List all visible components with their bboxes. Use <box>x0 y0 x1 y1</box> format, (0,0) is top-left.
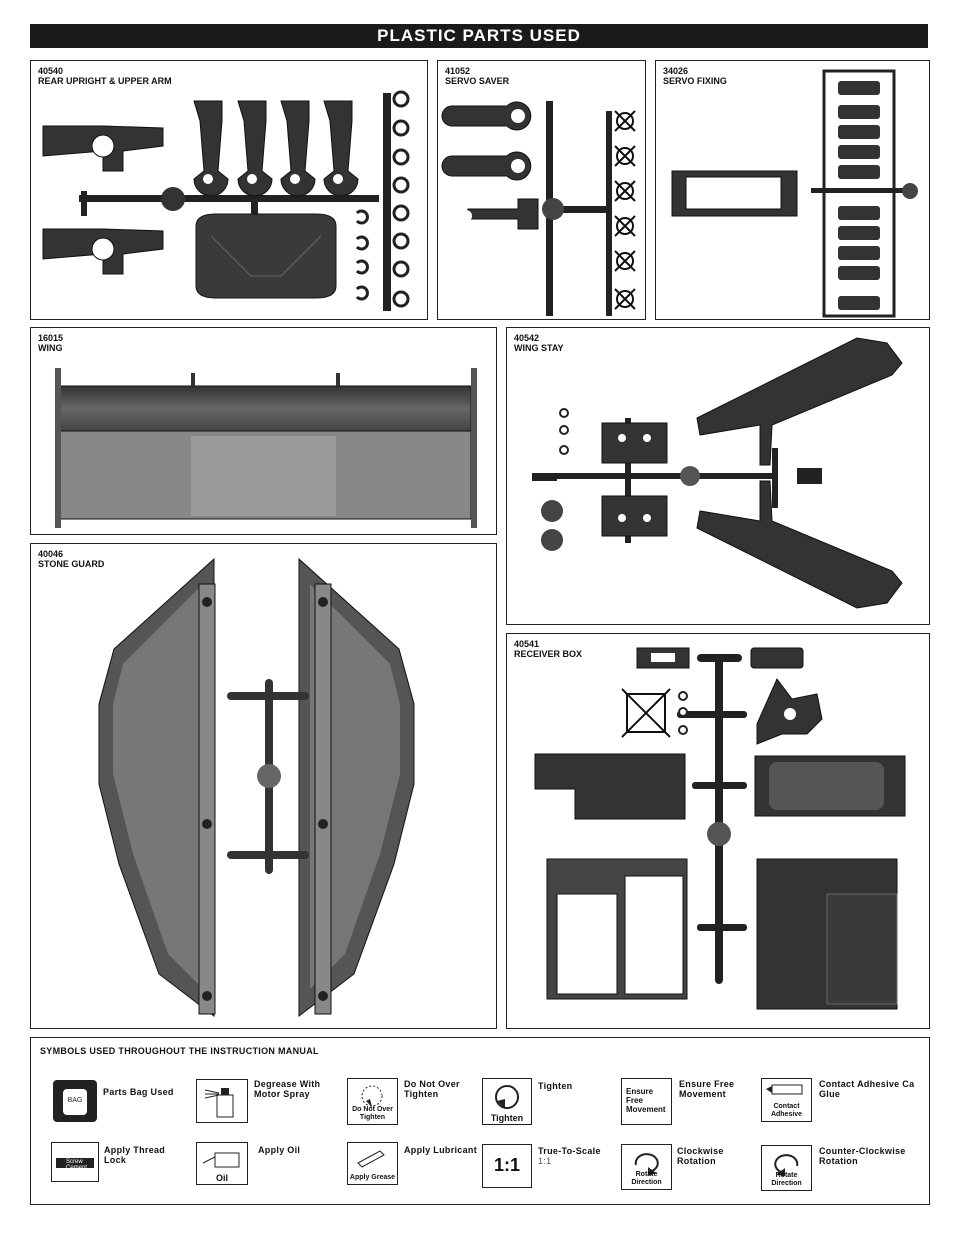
tighten-label: Tighten <box>538 1081 573 1091</box>
lubricant-icon-text: Apply Grease <box>349 1174 396 1181</box>
servo-fixing-illustration <box>671 69 918 318</box>
degrease-symbol <box>196 1079 248 1123</box>
part-code: 40541 <box>514 639 540 649</box>
part-code: 40542 <box>514 333 540 343</box>
wing-stay-illustration <box>532 337 903 609</box>
degrease-label: Degrease With Motor Spray <box>254 1079 321 1099</box>
scale-icon-text: 1:1 <box>493 1155 520 1175</box>
part-name: REAR UPRIGHT & UPPER ARM <box>38 76 172 86</box>
bag-icon <box>63 1089 87 1115</box>
counter-clockwise-symbol: Rotate Direction <box>761 1145 812 1191</box>
clockwise-icon-text: Rotate Direction <box>631 1171 662 1186</box>
ensure-free-label: Ensure Free Movement <box>679 1079 735 1099</box>
glue-tube-icon <box>766 1084 803 1095</box>
lubricant-symbol: Apply Grease <box>347 1142 398 1185</box>
oil-label: Apply Oil <box>258 1145 301 1155</box>
servo-saver-illustration <box>441 101 636 316</box>
part-code: 40046 <box>38 549 64 559</box>
part-name: WING STAY <box>514 343 564 353</box>
counter-clockwise-icon <box>774 1154 799 1177</box>
page-title: PLASTIC PARTS USED <box>30 24 928 48</box>
lubricant-label: Apply Lubricant <box>404 1145 478 1155</box>
part-name: WING <box>38 343 63 353</box>
symbols-legend: SYMBOLS USED THROUGHOUT THE INSTRUCTION … <box>30 1037 930 1205</box>
scale-label-sub: 1:1 <box>538 1156 552 1166</box>
oil-can-icon <box>202 1152 240 1168</box>
bag-label: Parts Bag Used <box>103 1087 174 1097</box>
oil-icon-text: Oil <box>215 1173 228 1183</box>
stone-guard-illustration <box>98 557 415 1018</box>
spray-icon <box>204 1088 234 1118</box>
thread-lock-label: Apply Thread Lock <box>104 1145 166 1165</box>
counter-clockwise-label: Counter-Clockwise Rotation <box>819 1146 906 1166</box>
clockwise-icon <box>634 1153 659 1176</box>
ensure-free-icon-text: Ensure Free Movement <box>626 1087 666 1114</box>
rear-upright-illustration <box>42 90 410 311</box>
scale-label-text: True-To-Scale <box>538 1146 601 1156</box>
part-name: SERVO SAVER <box>445 76 510 86</box>
tighten-symbol: Tighten <box>482 1078 532 1125</box>
scale-symbol: 1:1 <box>482 1144 532 1188</box>
oil-symbol: Oil <box>196 1142 248 1185</box>
ensure-free-symbol: Ensure Free Movement <box>621 1078 672 1125</box>
part-code: 34026 <box>663 66 689 76</box>
part-code: 16015 <box>38 333 64 343</box>
part-name: SERVO FIXING <box>663 76 727 86</box>
wing-illustration <box>55 368 477 528</box>
receiver-box-illustration <box>534 647 906 1010</box>
contact-adhesive-symbol: Contact Adhesive <box>761 1078 812 1122</box>
thread-lock-symbol: Screw Cement <box>51 1142 99 1182</box>
thread-lock-icon <box>56 1158 94 1168</box>
part-code: 40540 <box>38 66 64 76</box>
symbols-heading: SYMBOLS USED THROUGHOUT THE INSTRUCTION … <box>40 1046 319 1056</box>
do-not-tighten-icon-text: Do Not Over Tighten <box>352 1106 393 1121</box>
tighten-icon-text: Tighten <box>490 1113 524 1123</box>
thread-lock-icon-text: Screw Cement <box>66 1159 88 1171</box>
rotate-icon <box>495 1085 519 1109</box>
do-not-tighten-symbol: Do Not Over Tighten <box>347 1078 398 1125</box>
clockwise-label: Clockwise Rotation <box>677 1146 724 1166</box>
bag-icon-text: BAG <box>67 1097 83 1104</box>
scale-label: True-To-Scale 1:1 <box>538 1146 601 1166</box>
do-not-tighten-label: Do Not Over Tighten <box>404 1079 460 1099</box>
counter-clockwise-icon-text: Rotate Direction <box>771 1172 802 1187</box>
contact-adhesive-icon-text: Contact Adhesive <box>770 1103 803 1118</box>
part-name: RECEIVER BOX <box>514 649 583 659</box>
rotate-dashed-icon <box>361 1085 383 1107</box>
clockwise-symbol: Rotate Direction <box>621 1144 672 1190</box>
bag-symbol: BAG <box>53 1080 97 1122</box>
part-name: STONE GUARD <box>38 559 105 569</box>
grease-icon <box>357 1150 385 1168</box>
part-code: 41052 <box>445 66 471 76</box>
contact-adhesive-label: Contact Adhesive Ca Glue <box>819 1079 915 1099</box>
